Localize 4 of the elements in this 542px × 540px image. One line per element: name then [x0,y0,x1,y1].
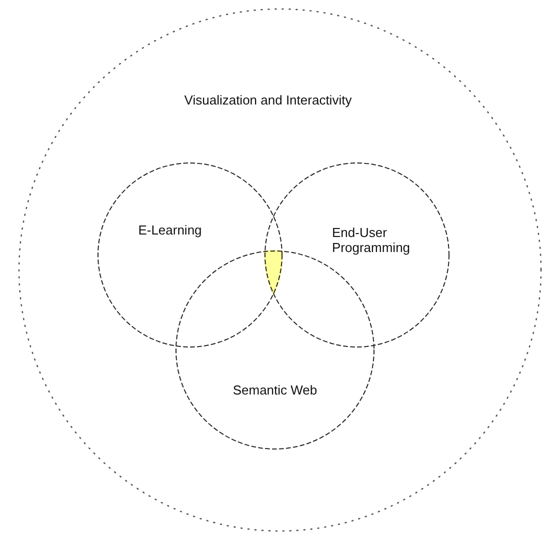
set-label: Semantic Web [232,382,318,398]
set-label: End-User Programming [332,225,412,255]
outer-set-label: Visualization and Interactivity [183,92,353,108]
set-label: E-Learning [137,222,203,238]
